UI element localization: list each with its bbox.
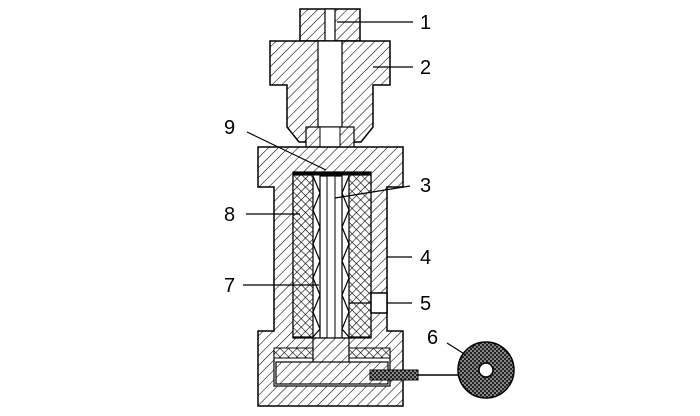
- central-rod-part-3: [319, 175, 343, 339]
- label-1: 1: [420, 12, 431, 34]
- label-2: 2: [420, 57, 431, 79]
- label-9: 9: [224, 117, 235, 139]
- label-4: 4: [420, 247, 431, 269]
- label-7: 7: [224, 275, 235, 297]
- top-fitting-part-1: [299, 8, 361, 42]
- label-5: 5: [420, 293, 431, 315]
- label-3: 3: [420, 175, 431, 197]
- label-8: 8: [224, 204, 235, 226]
- base-piece: [275, 337, 389, 385]
- label-6: 6: [427, 327, 438, 349]
- leader-lines: [243, 21, 467, 356]
- cable-part-6: [369, 341, 515, 399]
